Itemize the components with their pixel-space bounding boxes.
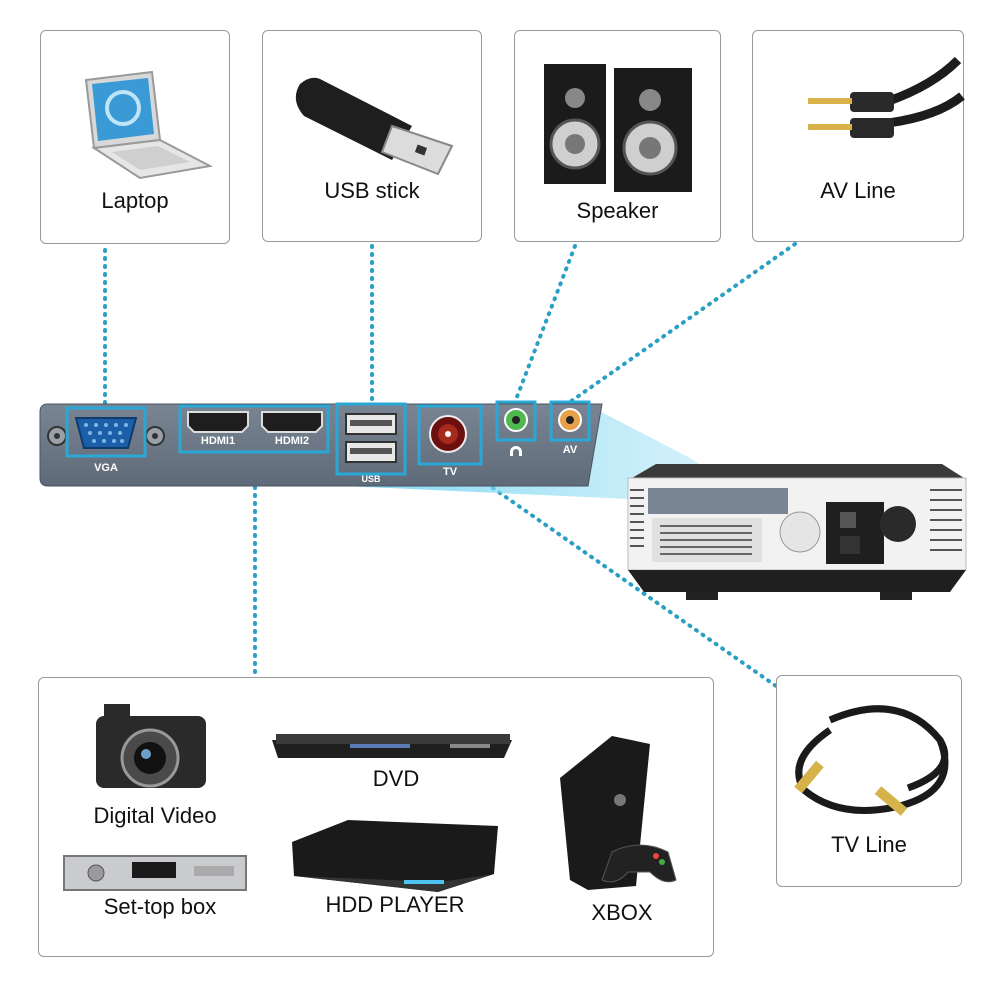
port-label-hdmi1: HDMI1: [200, 435, 236, 447]
av-line-label: AV Line: [820, 178, 896, 203]
port-label-usb: USB: [361, 474, 381, 484]
rear-panel: [39, 400, 603, 487]
digital-video-label: Digital Video: [93, 803, 217, 828]
dvd-label: DVD: [372, 766, 420, 791]
av-line-box: [752, 30, 964, 242]
tv-line-label: TV Line: [831, 832, 907, 857]
speaker-label: Speaker: [576, 198, 659, 223]
port-label-av: AV: [562, 444, 578, 456]
usb-stick-box: [262, 30, 482, 242]
port-label-vga: VGA: [94, 462, 118, 474]
connector-lines: [103, 242, 797, 688]
line-speaker-audio: [513, 244, 577, 404]
line-tv-tvline: [458, 463, 778, 688]
set-top-box-label: Set-top box: [103, 894, 217, 919]
xbox-label: XBOX: [591, 900, 653, 925]
laptop-label: Laptop: [101, 188, 169, 213]
projector-icon: [627, 464, 967, 600]
hdd-player-label: HDD PLAYER: [325, 892, 465, 917]
line-avline-av: [568, 242, 797, 404]
port-label-tv: TV: [442, 466, 458, 478]
port-label-hdmi2: HDMI2: [274, 435, 310, 447]
usb-stick-label: USB stick: [324, 178, 420, 203]
